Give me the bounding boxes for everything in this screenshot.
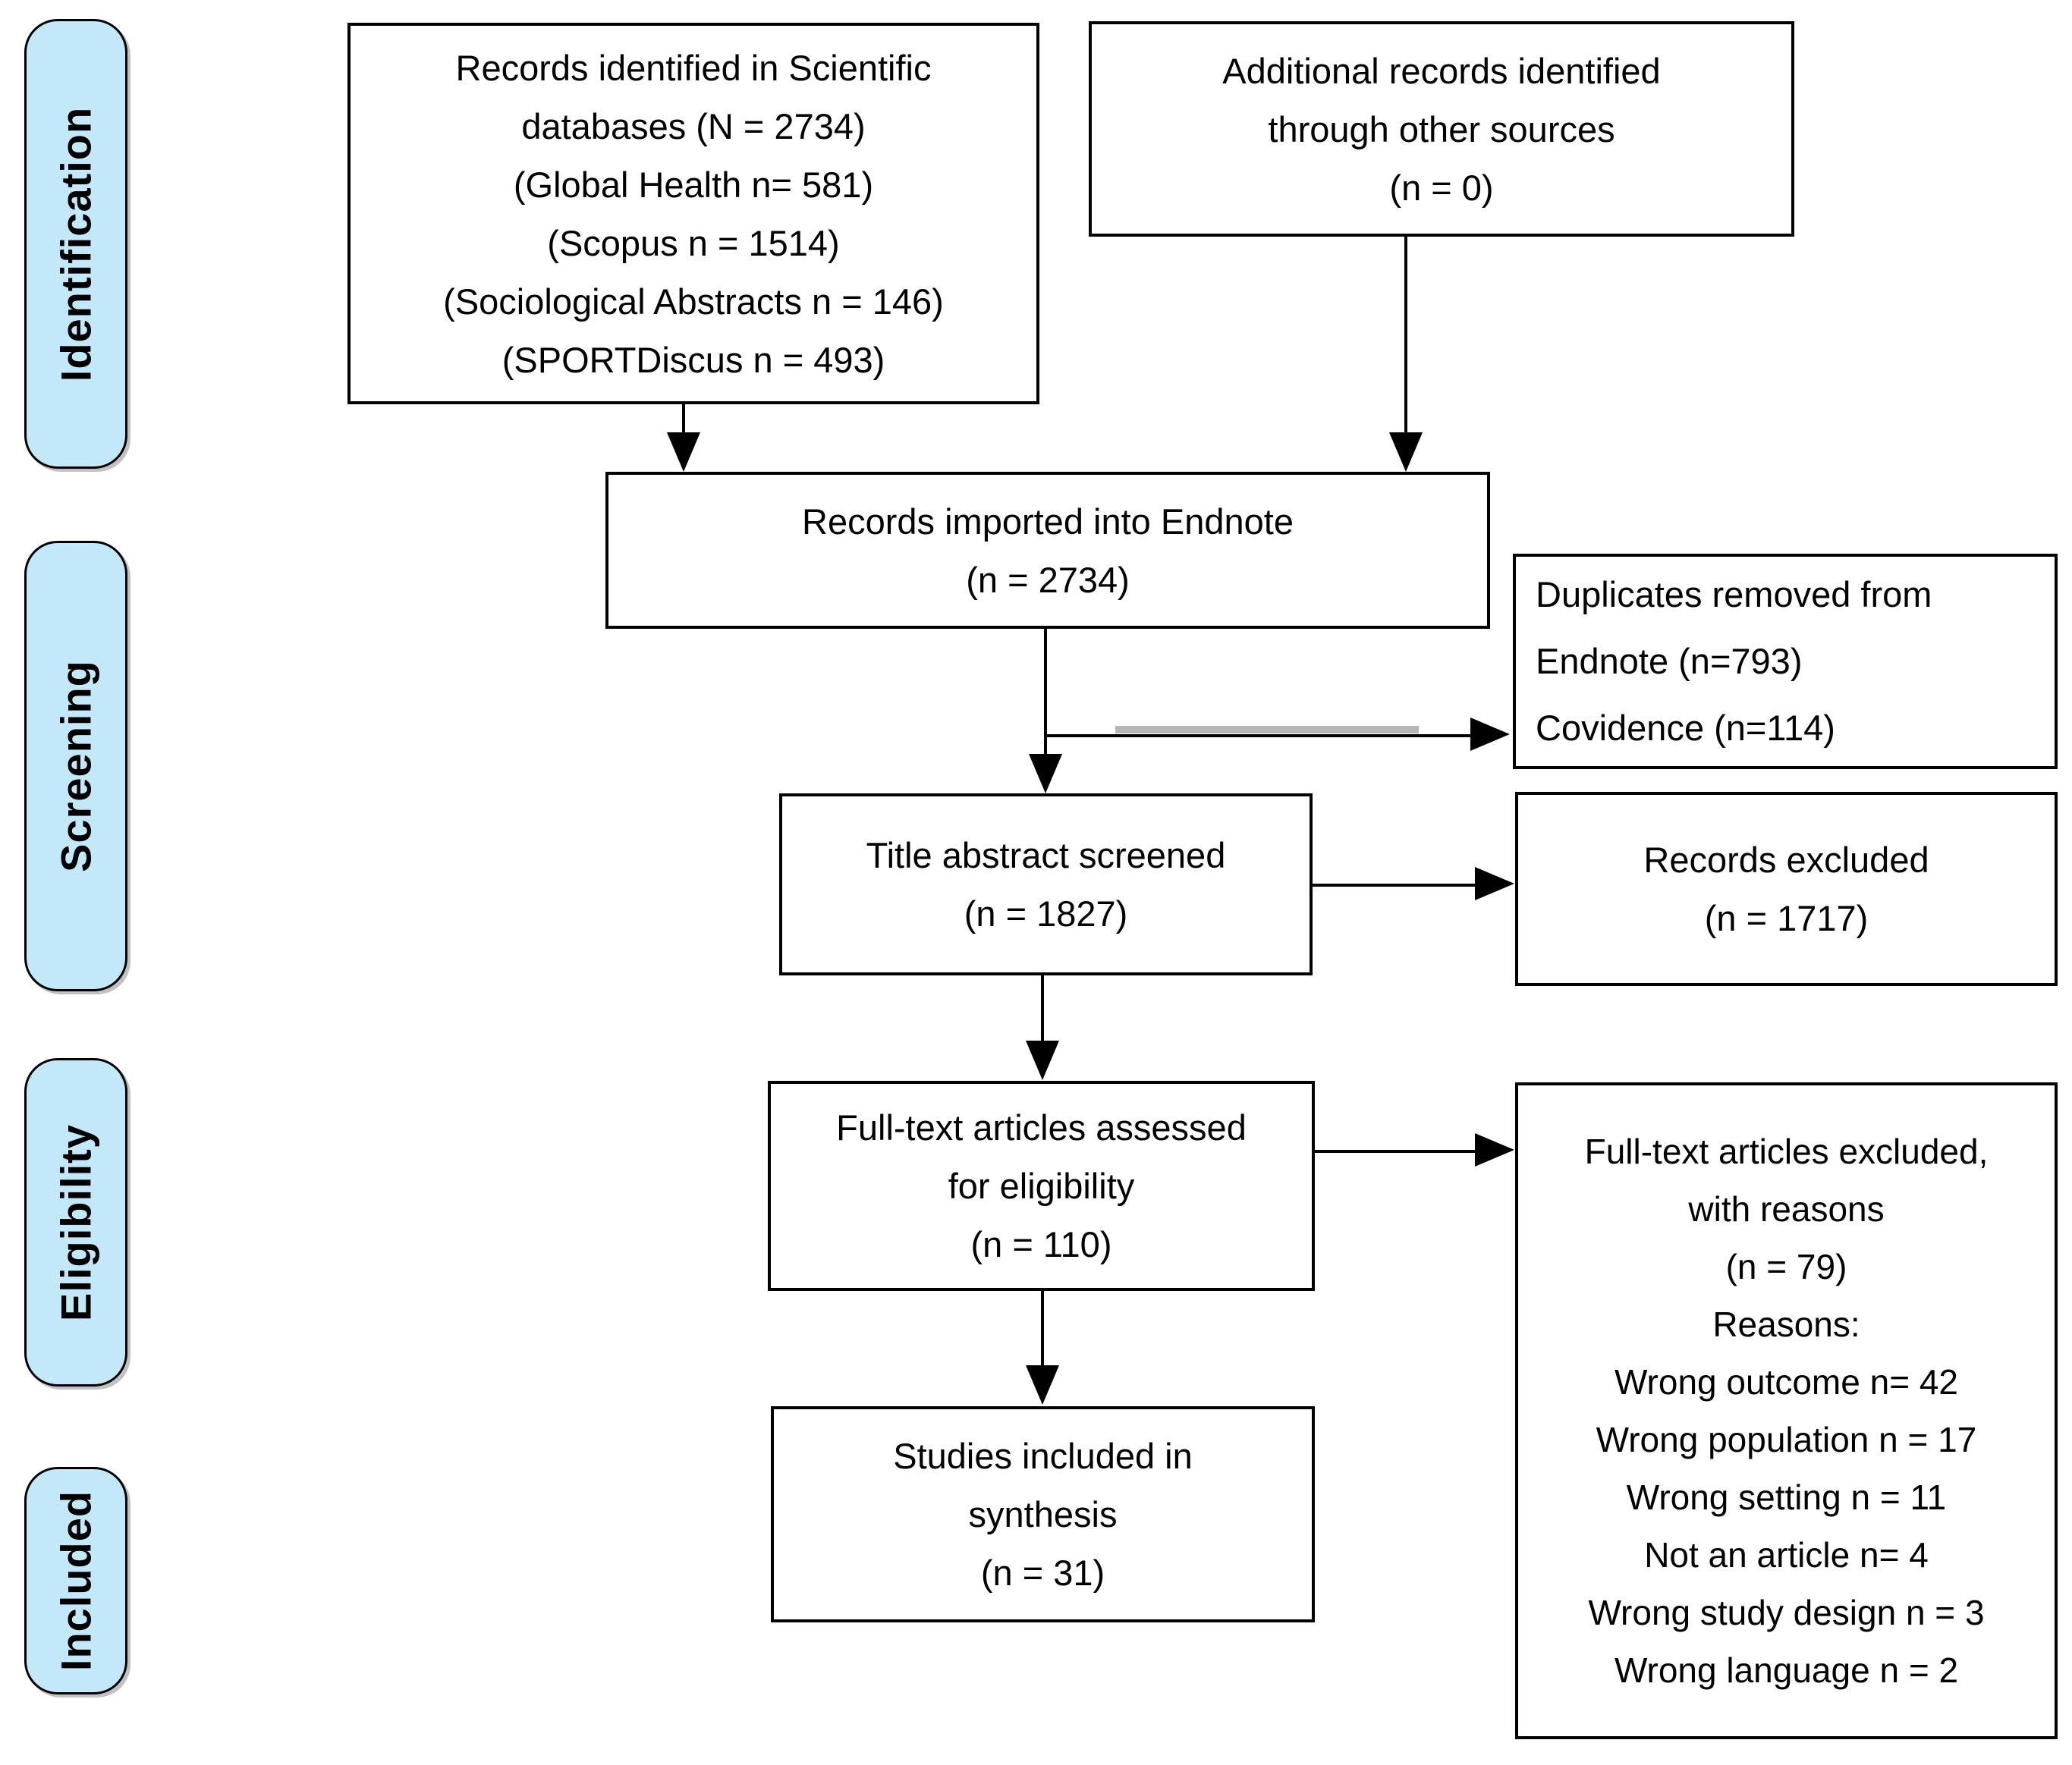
- box-records-excluded: Records excluded (n = 1717): [1515, 792, 2058, 986]
- box-text-line: (n = 79): [1725, 1247, 1847, 1286]
- box-text-line: Full-text articles excluded,: [1584, 1132, 1989, 1171]
- box-text-line: Wrong setting n = 11: [1626, 1478, 1947, 1517]
- box-text-line: Covidence (n=114): [1536, 708, 1835, 748]
- box-text-line: (n = 1717): [1704, 898, 1869, 938]
- box-text-line: Wrong population n = 17: [1596, 1420, 1977, 1459]
- arrow-title-to-excluded-line: [1313, 884, 1476, 887]
- box-records-identified-databases: Records identified in Scientific database…: [347, 23, 1039, 404]
- box-text-line: for eligibility: [948, 1166, 1135, 1206]
- box-text-line: Reasons:: [1712, 1305, 1860, 1344]
- box-text-line: Additional records identified: [1222, 50, 1661, 91]
- arrow-title-to-fulltext-head-icon: [1026, 1041, 1059, 1080]
- arrow-branch-to-duplicates-head-icon: [1470, 718, 1510, 751]
- arrow-databases-to-imported-line: [682, 404, 685, 436]
- box-text-line: Not an article n= 4: [1644, 1535, 1929, 1575]
- box-text-line: Studies included in: [893, 1436, 1193, 1476]
- arrow-fulltext-to-synthesis-line: [1041, 1291, 1044, 1367]
- arrow-imported-to-title-line: [1044, 629, 1047, 758]
- arrow-fulltext-to-ftexcluded-head-icon: [1475, 1133, 1514, 1167]
- stage-label-eligibility: Eligibility: [52, 1123, 100, 1321]
- box-records-imported-endnote: Records imported into Endnote (n = 2734): [605, 472, 1490, 629]
- box-title-abstract-screened: Title abstract screened (n = 1827): [779, 793, 1313, 975]
- box-text-line: Records excluded: [1643, 840, 1929, 880]
- line-artifact: [1115, 726, 1419, 733]
- stage-label-identification: Identification: [52, 106, 100, 382]
- stage-label-screening: Screening: [52, 660, 100, 872]
- box-text-line: (Scopus n = 1514): [547, 222, 840, 263]
- arrow-title-to-fulltext-line: [1041, 975, 1044, 1042]
- arrow-other-to-imported-line: [1404, 237, 1407, 435]
- box-text-line: Title abstract screened: [866, 835, 1226, 875]
- box-text-line: (SPORTDiscus n = 493): [501, 339, 885, 380]
- box-text-line: databases (N = 2734): [521, 105, 866, 146]
- box-studies-included-synthesis: Studies included in synthesis (n = 31): [771, 1406, 1315, 1622]
- box-text-line: Wrong language n = 2: [1614, 1650, 1959, 1690]
- stage-label-included: Included: [52, 1490, 100, 1672]
- box-text-line: (Sociological Abstracts n = 146): [443, 281, 944, 322]
- box-text-line: (Global Health n= 581): [513, 164, 874, 205]
- arrow-fulltext-to-synthesis-head-icon: [1026, 1365, 1059, 1405]
- arrow-title-to-excluded-head-icon: [1475, 867, 1514, 900]
- box-text-line: (n = 110): [970, 1224, 1112, 1264]
- box-text-line: Wrong study design n = 3: [1588, 1593, 1985, 1632]
- box-text-line: Endnote (n=793): [1536, 641, 1803, 681]
- box-text-line: (n = 31): [980, 1553, 1105, 1593]
- box-text-line: with reasons: [1688, 1189, 1885, 1229]
- box-text-line: Wrong outcome n= 42: [1614, 1362, 1959, 1402]
- box-additional-records-other-sources: Additional records identified through oth…: [1089, 21, 1794, 237]
- stage-pill-included: Included: [24, 1467, 127, 1694]
- stage-pill-eligibility: Eligibility: [24, 1058, 127, 1387]
- box-fulltext-excluded-reasons: Full-text articles excluded, with reasons…: [1515, 1082, 2058, 1739]
- box-text-line: Full-text articles assessed: [836, 1107, 1247, 1148]
- box-text-line: through other sources: [1268, 108, 1615, 149]
- arrow-imported-to-title-head-icon: [1029, 754, 1062, 793]
- box-text-line: synthesis: [968, 1494, 1118, 1534]
- box-text-line: (n = 0): [1389, 167, 1494, 208]
- box-text-line: (n = 2734): [966, 559, 1130, 600]
- box-text-line: (n = 1827): [964, 893, 1128, 934]
- arrow-branch-to-duplicates-line: [1045, 734, 1473, 737]
- box-text-line: Duplicates removed from: [1536, 574, 1932, 614]
- box-text-line: Records identified in Scientific: [455, 47, 932, 88]
- box-fulltext-assessed: Full-text articles assessed for eligibili…: [768, 1081, 1315, 1291]
- stage-pill-screening: Screening: [24, 541, 127, 991]
- arrow-other-to-imported-head-icon: [1389, 432, 1423, 472]
- arrow-databases-to-imported-head-icon: [667, 432, 700, 472]
- arrow-fulltext-to-ftexcluded-line: [1315, 1150, 1476, 1153]
- stage-pill-identification: Identification: [24, 19, 127, 469]
- box-text-line: Records imported into Endnote: [802, 501, 1294, 542]
